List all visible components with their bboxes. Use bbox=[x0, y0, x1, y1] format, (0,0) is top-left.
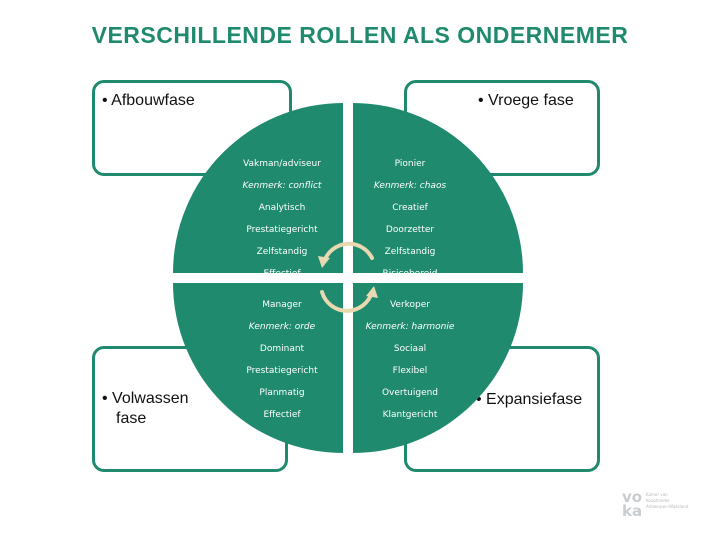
cycle-arrows-icon bbox=[318, 241, 378, 313]
role-kenmerk: Kenmerk: conflict bbox=[242, 181, 322, 191]
role-name: Manager bbox=[262, 300, 302, 310]
logo-text-line: Koophandel bbox=[646, 498, 670, 503]
role-name: Verkoper bbox=[389, 300, 431, 310]
logo-text-line: Antwerpen-Waasland bbox=[646, 504, 689, 509]
circle-quadrants bbox=[173, 103, 523, 453]
role-trait: Dominant bbox=[259, 344, 305, 354]
role-kenmerk: Kenmerk: chaos bbox=[373, 181, 447, 191]
role-trait: Analytisch bbox=[258, 203, 306, 213]
role-trait: Flexibel bbox=[392, 366, 428, 376]
quadrant-text-pionier: Pionier Kenmerk: chaos Creatief Doorzett… bbox=[350, 153, 470, 285]
logo-mark: vo ka bbox=[622, 488, 643, 520]
quadrant-text-vakman: Vakman/adviseur Kenmerk: conflict Analyt… bbox=[222, 153, 342, 285]
phase-expansiefase: • Expansiefase bbox=[476, 391, 583, 408]
role-trait: Zelfstandig bbox=[384, 247, 436, 257]
role-trait: Doorzetter bbox=[385, 225, 435, 235]
role-trait: Sociaal bbox=[393, 344, 427, 354]
voka-logo: vo ka Kamer van Koophandel Antwerpen-Waa… bbox=[622, 490, 692, 524]
page-title: VERSCHILLENDE ROLLEN ALS ONDERNEMER bbox=[91, 22, 629, 48]
phase-afbouwfase: • Afbouwfase bbox=[102, 92, 195, 109]
phase-vroege-fase: • Vroege fase bbox=[478, 92, 574, 109]
phase-volwassen-line2: fase bbox=[116, 410, 147, 427]
role-trait: Prestatiegericht bbox=[246, 225, 318, 235]
phase-volwassen-line1: • Volwassen bbox=[102, 390, 189, 407]
role-name: Vakman/adviseur bbox=[243, 159, 321, 169]
role-trait: Zelfstandig bbox=[256, 247, 308, 257]
role-kenmerk: Kenmerk: orde bbox=[248, 322, 316, 332]
role-kenmerk: Kenmerk: harmonie bbox=[365, 322, 455, 332]
quadrant-text-manager: Manager Kenmerk: orde Dominant Prestatie… bbox=[222, 294, 342, 426]
role-name: Pionier bbox=[394, 159, 426, 169]
role-trait: Planmatig bbox=[259, 388, 305, 398]
role-trait: Prestatiegericht bbox=[246, 366, 318, 376]
quadrant-bottom-left bbox=[173, 283, 343, 453]
quadrant-bottom-right bbox=[353, 283, 523, 453]
quadrant-text-verkoper: Verkoper Kenmerk: harmonie Sociaal Flexi… bbox=[350, 294, 470, 426]
quadrant-top-right bbox=[353, 103, 523, 273]
role-trait: Effectief bbox=[263, 269, 301, 279]
role-trait: Overtuigend bbox=[381, 388, 439, 398]
logo-text: Kamer van Koophandel Antwerpen-Waasland bbox=[646, 492, 688, 510]
role-trait: Effectief bbox=[263, 410, 301, 420]
role-trait: Risicobereid bbox=[382, 269, 438, 279]
role-trait: Creatief bbox=[392, 203, 428, 213]
quadrant-top-left bbox=[173, 103, 343, 273]
role-trait: Klantgericht bbox=[382, 410, 438, 420]
logo-text-line: Kamer van bbox=[646, 492, 668, 497]
